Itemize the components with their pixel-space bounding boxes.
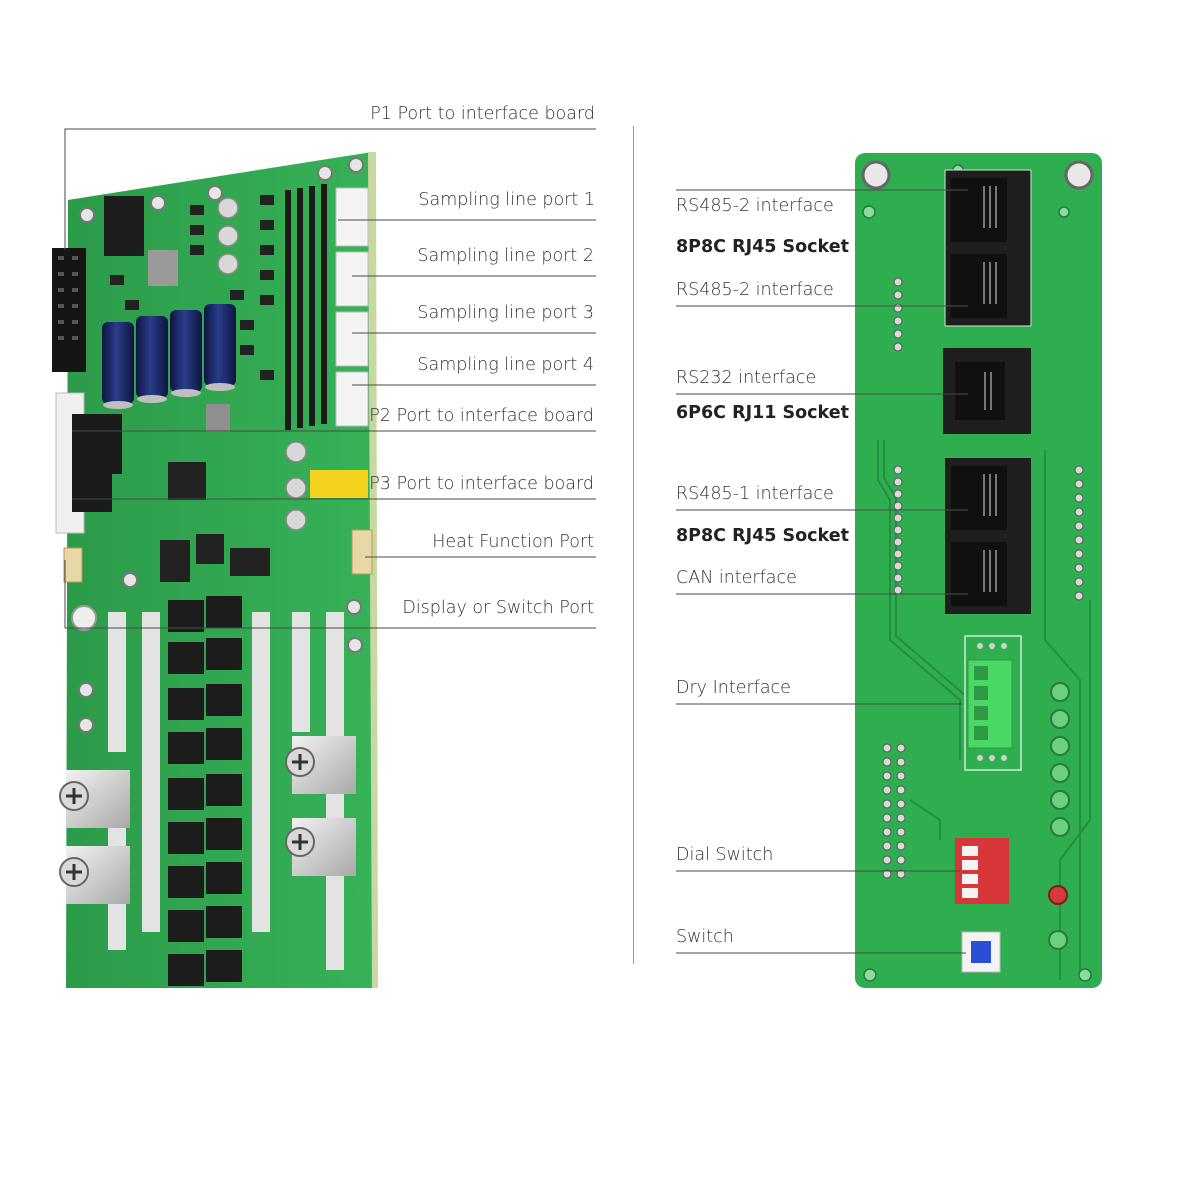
label-dial-switch: Dial Switch [676, 845, 774, 865]
label-rs485-2-interface-b: RS485-2 interface [676, 280, 834, 300]
label-sampling-port-1: Sampling line port 1 [418, 190, 595, 210]
label-rs232-interface: RS232 interface [676, 368, 817, 388]
label-rj11-socket: 6P6C RJ11 Socket [676, 403, 849, 423]
label-dry-interface: Dry Interface [676, 678, 791, 698]
label-switch: Switch [676, 927, 734, 947]
label-sampling-port-2: Sampling line port 2 [417, 246, 594, 266]
label-rs485-2-interface-a: RS485-2 interface [676, 196, 834, 216]
label-can-interface: CAN interface [676, 568, 797, 588]
label-sampling-port-4: Sampling line port 4 [417, 355, 594, 375]
label-sampling-port-3: Sampling line port 3 [417, 303, 594, 323]
heat-function-port [351, 529, 373, 575]
p1-header [52, 248, 86, 372]
label-display-switch-port: Display or Switch Port [402, 598, 594, 618]
label-rj45-socket-a: 8P8C RJ45 Socket [676, 237, 849, 257]
sampling-port-4 [335, 371, 369, 427]
label-p3-port: P3 Port to interface board [369, 474, 594, 494]
label-p1-port: P1 Port to interface board [370, 104, 595, 124]
sampling-port-3 [335, 311, 369, 367]
center-divider [633, 126, 634, 964]
label-rj45-socket-b: 8P8C RJ45 Socket [676, 526, 849, 546]
label-rs485-1-interface: RS485-1 interface [676, 484, 834, 504]
sampling-port-1 [335, 187, 369, 247]
label-p2-port: P2 Port to interface board [369, 406, 594, 426]
label-heat-function-port: Heat Function Port [432, 532, 594, 552]
display-switch-port [63, 547, 83, 583]
sampling-port-2 [335, 251, 369, 307]
